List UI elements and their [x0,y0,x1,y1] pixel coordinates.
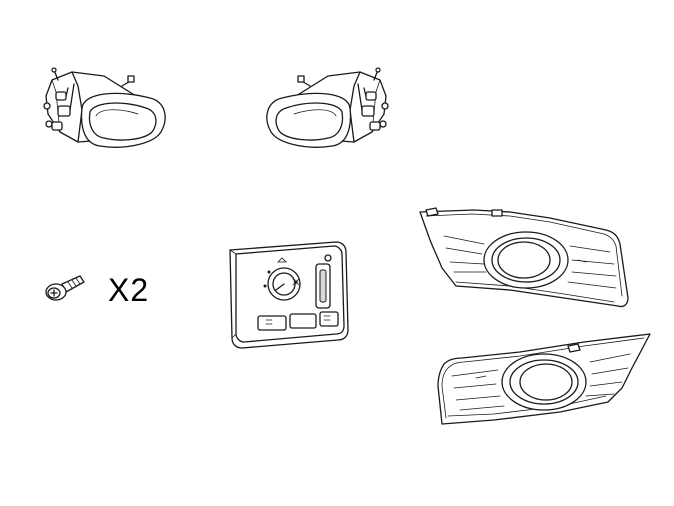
fog-lamp-right [266,67,389,148]
screw-quantity-label: X2 [108,272,150,308]
screw-icon [45,275,85,301]
fog-lamp-icon [43,67,166,148]
fog-lamp-bezel-icon [419,207,629,308]
light-switch-icon [229,241,349,349]
fog-lamp-left [43,67,166,148]
screw [45,275,85,301]
bezel-lower [437,333,651,425]
fog-lamp-icon [266,67,389,148]
light-switch-panel [229,241,349,349]
fog-lamp-bezel-icon [437,333,651,425]
bezel-upper [419,207,629,308]
